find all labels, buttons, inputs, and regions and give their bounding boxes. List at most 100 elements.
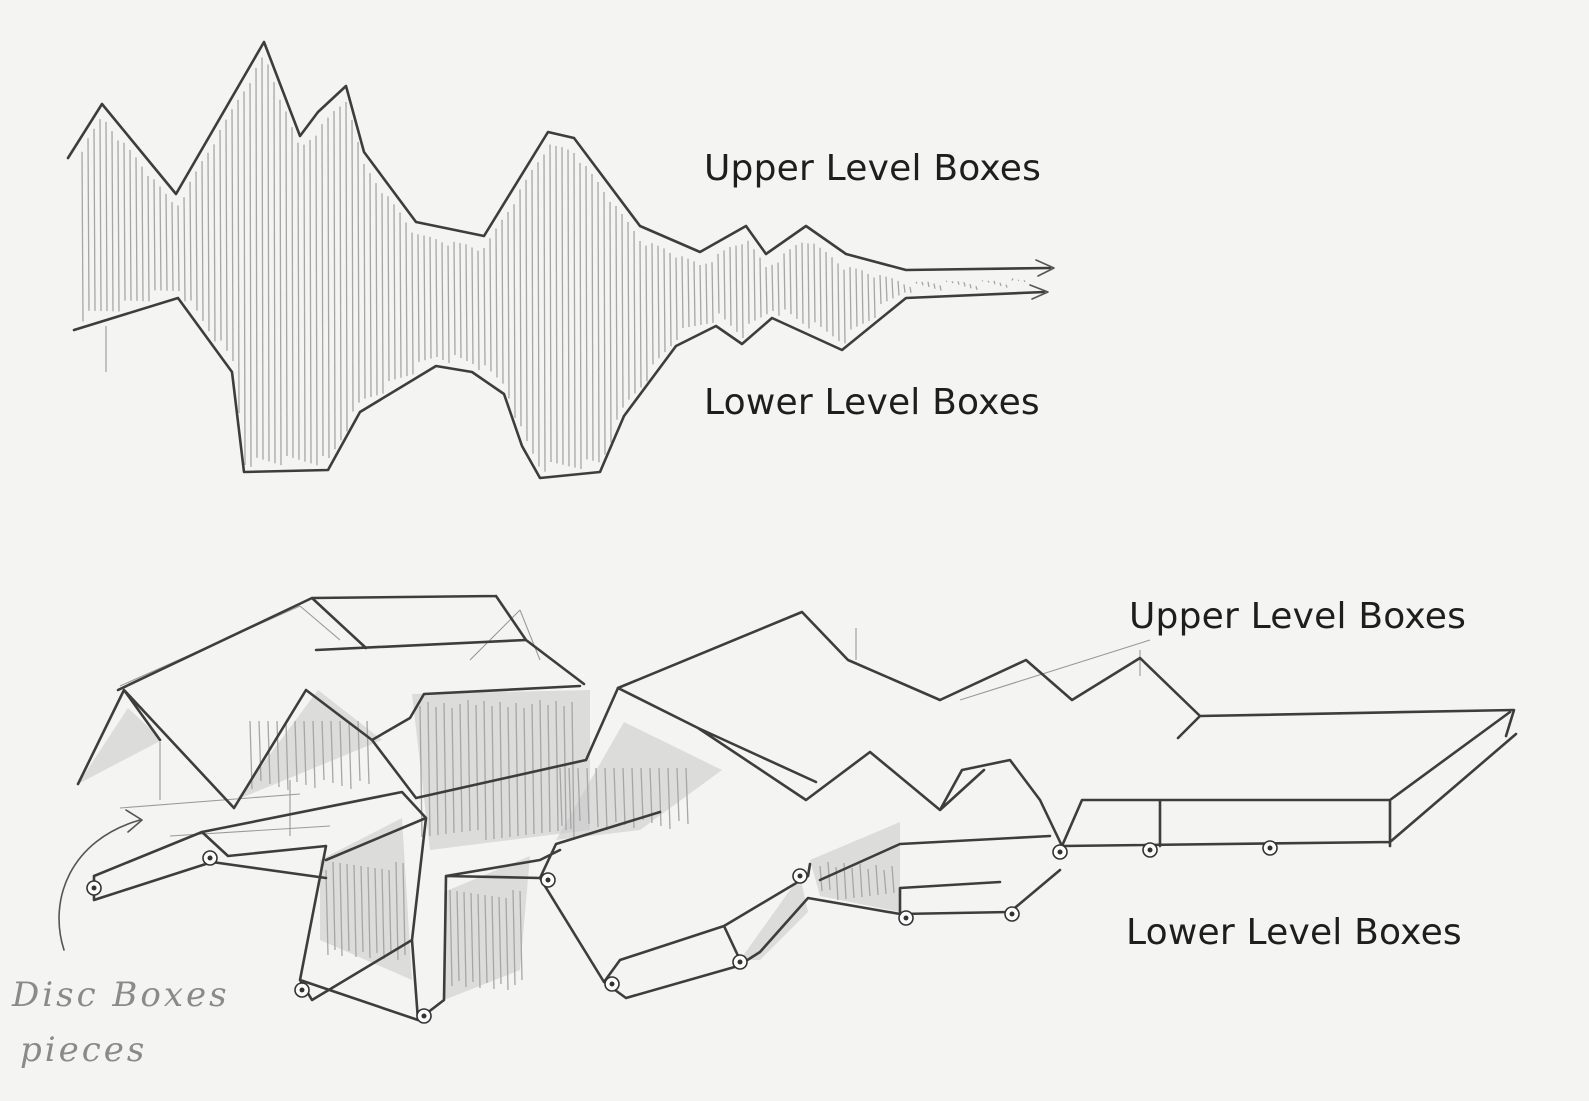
hatch-stroke [670,253,671,346]
hatch-stroke [664,248,665,352]
hatch-stroke [760,258,761,318]
hatch-stroke [868,274,869,321]
shaded-face-1 [78,708,162,784]
handwritten-note-line2: pieces [20,1030,147,1070]
hatch-stroke [454,242,455,355]
hatch-stroke [508,212,509,399]
hatch-stroke [556,146,557,464]
disc-bolt-center [422,1014,427,1019]
bottom-lower-level-label: Lower Level Boxes [1126,912,1462,953]
hatch-stroke [124,143,125,301]
hatch-stroke [652,243,653,364]
hatch-stroke [772,265,773,311]
hatch-stroke [658,246,659,358]
hatch-stroke [832,257,833,336]
hatch-stroke [424,236,425,361]
hatch-stroke [214,144,215,341]
hatch-stroke [142,167,143,301]
hatch-stroke [316,136,317,466]
hatch-stroke [910,287,911,293]
hatch-stroke [808,243,809,328]
hatch-stroke [208,153,209,331]
hatch-stroke [394,204,395,379]
hatch-stroke [268,64,269,461]
hatch-stroke [850,267,851,329]
hatch-stroke [112,131,113,311]
disc-bolt-center [1148,848,1153,853]
hatch-stroke [928,282,929,287]
hatch-stroke [838,263,839,341]
hatch-stroke [100,119,101,311]
hatch-stroke [748,241,749,324]
shaded-face-7 [740,876,808,960]
hatch-stroke [262,57,263,459]
hatch-stroke [712,262,713,323]
top-lower-level-label: Lower Level Boxes [704,382,1040,423]
hatch-stroke [274,82,275,463]
hatch-stroke [562,147,563,465]
hatch-stroke [400,212,401,377]
hatch-stroke [724,250,725,319]
hatch-stroke [238,100,239,413]
hatch-stroke [418,234,419,361]
hatch-stroke [526,180,527,441]
hatch-stroke [472,248,473,364]
hatch-stroke [148,176,149,301]
hatch-stroke [736,246,737,332]
hatch-stroke [346,102,347,431]
hatch-stroke [862,270,863,323]
hatch-stroke [82,152,83,322]
hatch-stroke [778,263,779,316]
disc-bolt-center [610,982,615,987]
disc-bolt-center [738,960,743,965]
hatch-stroke [844,270,845,344]
hatch-stroke [160,187,161,291]
hatch-stroke [154,179,155,290]
hatch-stroke [376,183,377,395]
hatch-stroke [940,286,941,291]
hatch-stroke [634,231,635,394]
top-upper-level-label: Upper Level Boxes [704,148,1041,189]
hatch-stroke [484,248,485,365]
disc-bolt-center [1010,912,1015,917]
hatch-stroke [892,278,893,298]
hatch-stroke [436,239,437,357]
hatch-stroke [544,155,545,472]
hatch-stroke [592,174,593,461]
hatch-stroke [628,222,629,400]
hatch-stroke [196,171,197,310]
hatch-stroke [118,140,119,311]
disc-bolt-center [208,856,213,861]
box-chain-sketch [59,596,1516,1023]
hatch-stroke [820,248,821,327]
shaded-face-8 [810,822,900,912]
hatch-stroke [970,284,971,288]
hatch-stroke [1000,283,1001,286]
hatch-stroke [328,118,329,458]
hatch-stroke [802,243,803,324]
hatch-stroke [958,281,959,284]
hatch-stroke [718,254,719,314]
hatch-stroke [466,244,467,361]
bottom-upper-level-label: Upper Level Boxes [1129,596,1466,637]
hatch-stroke [340,107,341,441]
hatch-stroke [874,277,875,318]
hatch-stroke [358,142,359,403]
disc-bolt-center [546,878,551,883]
hatch-stroke [904,284,905,292]
hatch-stroke [520,190,521,427]
hatch-stroke [220,130,221,341]
hatch-stroke [604,192,605,455]
disc-bolt-center [300,988,305,993]
hatch-stroke [496,229,497,378]
hatch-stroke [370,173,371,397]
hatch-stroke [916,282,917,284]
hatch-stroke [184,197,185,301]
hatch-stroke [286,111,287,456]
hatch-stroke [706,264,707,324]
hatch-stroke [976,286,977,290]
hatch-stroke [676,258,677,340]
hatch-stroke [352,120,353,412]
hatch-stroke [814,244,815,323]
hatch-stroke [244,92,245,465]
